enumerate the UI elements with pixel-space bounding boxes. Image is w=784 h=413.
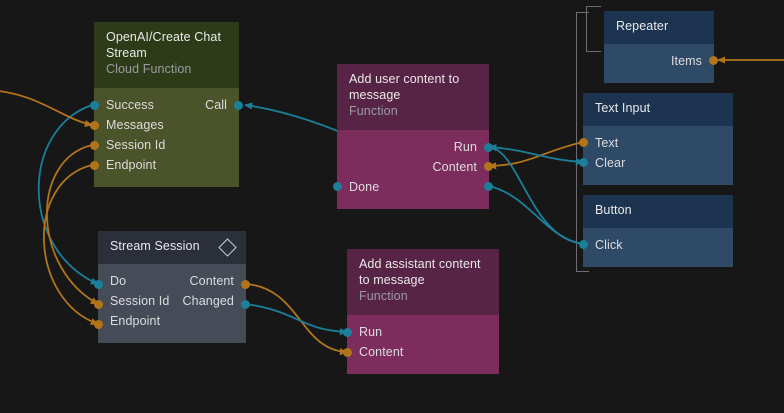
port-row: Run [337,137,489,157]
input-port-label[interactable]: Do [110,274,127,288]
port-dot-data[interactable] [709,56,718,65]
port-row: Done [337,177,489,197]
port-dot-data[interactable] [579,138,588,147]
port-dot-exec[interactable] [90,101,99,110]
port-dot-data[interactable] [90,141,99,150]
wire-click-to-run[interactable] [488,144,584,245]
repeater-group-bracket [586,6,601,52]
port-dot-data[interactable] [484,162,493,171]
port-dot-data[interactable] [343,348,352,357]
port-dot-exec[interactable] [241,300,250,309]
output-port-label[interactable]: Changed [182,294,234,308]
input-port-label[interactable]: Text [595,135,619,150]
node-body-repeater: Items [604,43,714,83]
wire-textinput-to-content[interactable] [488,141,584,170]
port-dot-exec[interactable] [333,182,342,191]
port-dot-data[interactable] [94,300,103,309]
port-row: Content [347,342,499,362]
diamond-icon [218,238,237,257]
port-row: Text [583,133,733,153]
node-title: Button [595,203,632,217]
port-dot-exec[interactable] [343,328,352,337]
port-dot-data[interactable] [90,161,99,170]
port-dot-data[interactable] [94,320,103,329]
port-row: Endpoint [98,311,246,331]
node-subtitle: Cloud Function [106,62,192,76]
port-dot-data[interactable] [241,280,250,289]
output-port-label[interactable]: Content [432,160,477,174]
node-body-button: Click [583,227,733,267]
wire-sessionid-loop[interactable] [46,144,99,305]
node-header-repeater[interactable]: Repeater [604,11,714,44]
wire-changed-to-run[interactable] [245,303,348,336]
input-port-label[interactable]: Endpoint [110,314,161,328]
wire-endpoint-loop[interactable] [43,164,99,325]
input-port-label[interactable]: Content [359,345,404,359]
node-header-button[interactable]: Button [583,195,733,228]
node-title: Repeater [616,19,669,33]
input-port-label[interactable]: Success [106,98,154,112]
port-dot-exec[interactable] [94,280,103,289]
input-port-label[interactable]: Click [595,237,623,252]
node-subtitle: Function [349,104,398,118]
input-port-label[interactable]: Session Id [106,138,166,152]
node-title: Text Input [595,101,651,115]
node-header-stream_session[interactable]: Stream Session [98,231,246,264]
input-port-label[interactable]: Messages [106,118,164,132]
input-port-label[interactable]: Endpoint [106,158,157,172]
wire-messages-in[interactable] [0,90,93,127]
port-row: Run [347,322,499,342]
node-title: Add user content to message [349,72,460,102]
port-dot-exec[interactable] [579,158,588,167]
output-port-label[interactable]: Content [189,274,234,288]
output-port-label[interactable]: Call [205,98,227,112]
port-row: Content [337,157,489,177]
node-title: Stream Session [110,239,200,253]
node-title: Add assistant content to message [359,257,481,287]
port-row: Session Id [94,135,239,155]
node-title: OpenAI/Create Chat Stream [106,30,222,60]
port-row: Success Call [94,95,239,115]
port-dot-exec[interactable] [484,182,493,191]
port-row: Clear [583,153,733,173]
input-port-label[interactable]: Clear [595,155,626,170]
port-dot-exec[interactable] [579,240,588,249]
port-row: Do Content [98,271,246,291]
port-row: Session Id Changed [98,291,246,311]
node-subtitle: Function [359,289,408,303]
port-dot-exec[interactable] [484,143,493,152]
node-header-text_input[interactable]: Text Input [583,93,733,126]
input-port-label[interactable]: Session Id [110,294,170,308]
output-port-label[interactable]: Run [453,140,477,154]
port-row: Click [583,235,733,255]
input-port-label[interactable]: Done [349,180,380,194]
port-dot-exec[interactable] [234,101,243,110]
input-port-label[interactable]: Run [359,325,383,339]
wire-run-to-clear[interactable] [488,146,584,166]
port-row: Items [604,51,714,71]
wire-userdone-to-button[interactable] [488,185,584,245]
output-port-label[interactable]: Items [670,53,702,68]
wire-content-to-assistant[interactable] [245,283,348,356]
port-row: Messages [94,115,239,135]
port-dot-data[interactable] [90,121,99,130]
wire-success-to-do[interactable] [37,104,99,285]
port-row: Endpoint [94,155,239,175]
